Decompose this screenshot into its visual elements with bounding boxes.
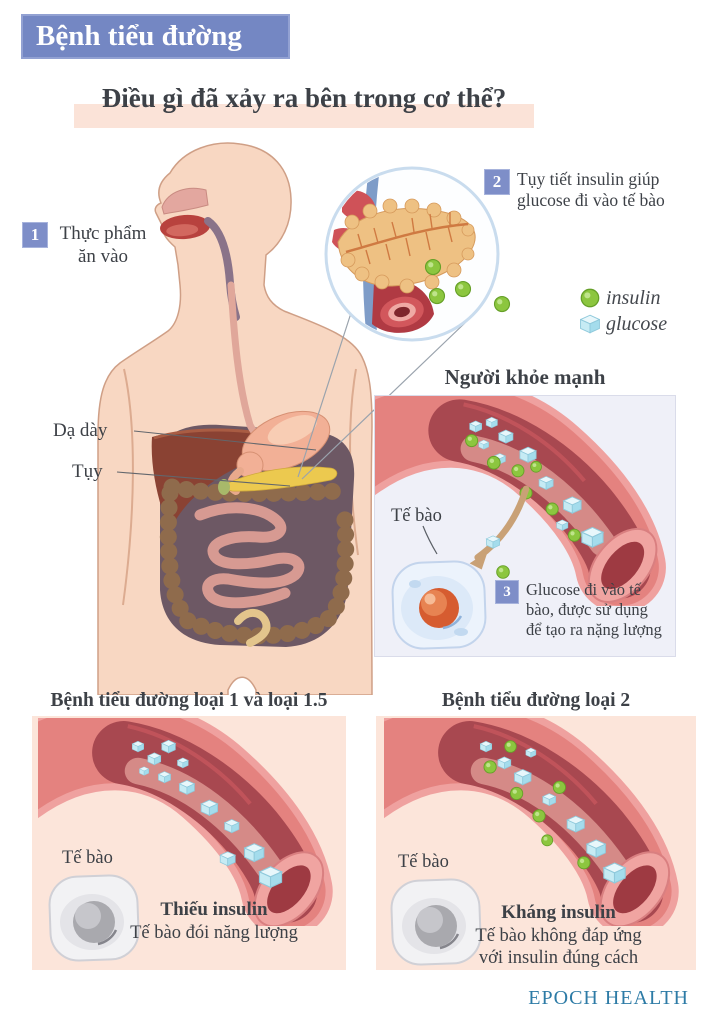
nasal-cavity (161, 187, 209, 215)
type2-cell-label: Tế bào (398, 852, 449, 872)
stomach-label: Dạ dày (53, 420, 108, 441)
step-3-badge: 3 (495, 580, 519, 604)
step-1-label: Thực phẩm ăn vào (59, 223, 147, 267)
legend-glucose-row: glucose (580, 311, 700, 337)
step-2-label: Tụy tiết insulin giúp glucose đi vào tế … (517, 169, 665, 210)
subtitle-highlight (74, 104, 534, 128)
pancreas-inset (324, 166, 511, 342)
type1-result: Thiếu insulin Tế bào đói năng lượng (104, 898, 324, 944)
type2-result-title: Kháng insulin (501, 902, 616, 923)
type2-result: Kháng insulin Tế bào không đáp ứng với i… (446, 901, 671, 969)
step-2-badge: 2 (484, 169, 510, 195)
type2-panel: Tế bào Kháng insulin Tế bào không đáp ứn… (376, 716, 696, 970)
glucose-icon (580, 314, 600, 334)
pancreas-label: Tụy (72, 461, 103, 482)
page-subtitle: Điều gì đã xảy ra bên trong cơ thể? (101, 83, 507, 113)
type2-cell-illustration (390, 878, 482, 966)
tongue (166, 224, 199, 237)
healthy-cell-illustration (391, 525, 514, 650)
type1-cell-illustration (48, 874, 140, 962)
legend: insulin glucose (580, 285, 700, 337)
healthy-section-heading: Người khỏe mạnh (444, 365, 606, 389)
type1-heading: Bệnh tiểu đường loại 1 và loại 1.5 (50, 690, 328, 711)
type2-result-text-2: với insulin đúng cách (478, 948, 639, 968)
brand-footer: EPOCH HEALTH (528, 987, 689, 1009)
type1-result-text: Tế bào đói năng lượng (130, 923, 298, 943)
title-banner: Bệnh tiểu đường (21, 14, 290, 59)
type1-vessel-illustration (38, 718, 333, 926)
step-3: 3 Glucose đi vào tế bào, được sử dụng để… (495, 580, 677, 640)
step-3-label: Glucose đi vào tế bào, được sử dụng để t… (526, 580, 662, 639)
healthy-panel: Tế bào 3 Glucose đi vào tế bào, được sử … (374, 395, 676, 657)
healthy-cell-label: Tế bào (391, 506, 442, 526)
step-2: 2 Tụy tiết insulin giúp glucose đi vào t… (484, 169, 694, 211)
type1-cell-label: Tế bào (62, 848, 113, 868)
type2-vessel-illustration (384, 718, 679, 926)
healthy-vessel-illustration (375, 396, 666, 606)
small-intestine (194, 502, 305, 609)
page-title: Bệnh tiểu đường (36, 20, 242, 52)
type2-heading: Bệnh tiểu đường loại 2 (441, 690, 631, 711)
type2-result-text-1: Tế bào không đáp ứng (475, 926, 642, 946)
glucose-label: glucose (606, 312, 668, 335)
step-1: 1 Thực phẩm ăn vào (22, 222, 152, 268)
type1-panel: Tế bào Thiếu insulin Tế bào đói năng lượ… (32, 716, 346, 970)
type1-result-title: Thiếu insulin (160, 899, 268, 920)
step-1-badge: 1 (22, 222, 48, 248)
arrow-icon (469, 485, 530, 570)
gallbladder (218, 479, 230, 495)
legend-insulin-row: insulin (580, 285, 700, 311)
insulin-label: insulin (606, 286, 661, 309)
insulin-icon (580, 288, 600, 308)
